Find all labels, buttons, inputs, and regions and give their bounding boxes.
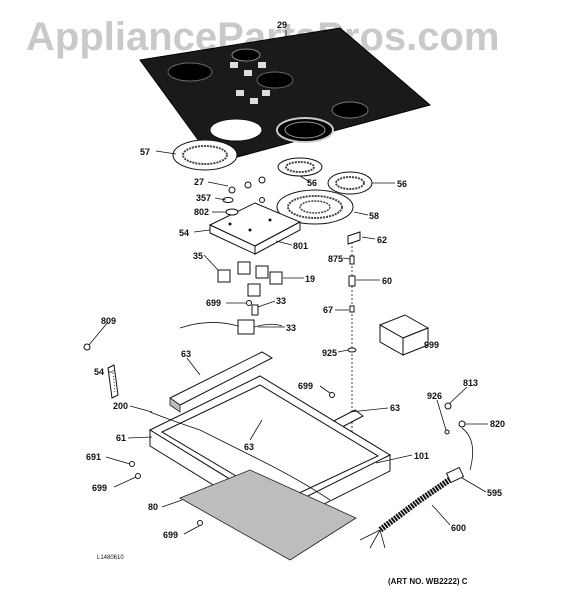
callout-label: 63	[390, 403, 400, 413]
power-cord	[359, 402, 474, 549]
callout-label: 63	[181, 349, 191, 359]
bottom-plate	[179, 469, 357, 561]
callout-label: 699	[206, 298, 221, 308]
callout-label: 62	[377, 235, 387, 245]
diagram-code: L1480610	[97, 555, 124, 561]
callout-label: 813	[463, 378, 478, 388]
side-bracket	[107, 364, 119, 399]
callout-label: 35	[193, 251, 203, 261]
callout-label: 67	[323, 305, 333, 315]
callout-label: 29	[277, 20, 287, 30]
callout-label: 200	[113, 401, 128, 411]
callout-label: 999	[424, 340, 439, 350]
callout-label: 56	[397, 179, 407, 189]
callout-label: 56	[307, 178, 317, 188]
fasteners	[222, 176, 266, 216]
screws	[129, 300, 335, 526]
callout-label: 60	[382, 276, 392, 286]
callout-label: 357	[196, 193, 211, 203]
callout-label: 61	[116, 433, 126, 443]
callout-label: 19	[305, 274, 315, 284]
callout-label: 33	[286, 323, 296, 333]
callout-label: 699	[298, 381, 313, 391]
callout-label: 57	[140, 147, 150, 157]
callout-labels: 29 57 27 56 56 357 802 58 54 62 801 35 8…	[86, 20, 505, 540]
callout-label: 63	[244, 442, 254, 452]
callout-label: 595	[487, 488, 502, 498]
wire-harness-200	[149, 411, 331, 501]
control-module	[208, 202, 302, 255]
callout-label: 54	[94, 367, 104, 377]
burner-elements	[172, 118, 373, 225]
callout-label: 33	[276, 296, 286, 306]
callout-label: 699	[92, 483, 107, 493]
callout-label: 600	[451, 523, 466, 533]
callout-label: 699	[163, 530, 178, 540]
callout-label: 80	[148, 502, 158, 512]
relays	[217, 261, 283, 297]
callout-label: 27	[194, 177, 204, 187]
art-number: (ART NO. WB2222) C	[388, 577, 468, 586]
box-part-999	[378, 314, 430, 356]
callout-label: 58	[369, 211, 379, 221]
callout-label: 101	[414, 451, 429, 461]
callout-label: 925	[322, 348, 337, 358]
leader-lines	[88, 30, 488, 535]
screw-809	[83, 343, 91, 351]
callout-label: 875	[328, 254, 343, 264]
callout-label: 54	[179, 228, 189, 238]
callout-label: 802	[194, 207, 209, 217]
callout-label: 801	[293, 241, 308, 251]
callout-label: 820	[490, 419, 505, 429]
callout-label: 809	[101, 316, 116, 326]
callout-label: 926	[427, 391, 442, 401]
callout-label: 691	[86, 452, 101, 462]
terminal-block	[179, 304, 283, 335]
